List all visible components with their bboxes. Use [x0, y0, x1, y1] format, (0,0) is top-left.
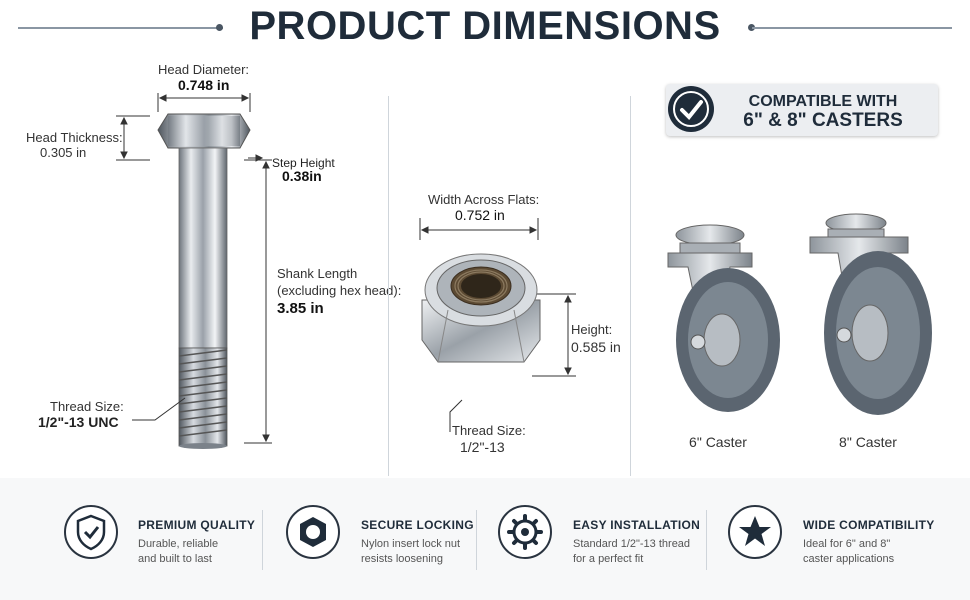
feature-divider-2: [476, 510, 477, 570]
feature-wide-compatibility-title: WIDE COMPATIBILITY: [803, 518, 935, 532]
step-height-label: Step Height: [272, 156, 335, 170]
feature-secure-locking-desc-1: Nylon insert lock nut: [361, 538, 461, 550]
feature-easy-installation-desc-1: Standard 1/2"-13 thread: [573, 538, 691, 550]
feature-secure-locking-desc-2: resists loosening: [361, 553, 443, 565]
nut-thread-value: 1/2"-13: [460, 439, 505, 455]
caster-wheels-illustration: [667, 213, 932, 415]
section-divider-2: [630, 96, 631, 476]
six-inch-caster-caption: 6" Caster: [689, 434, 747, 450]
nut-height-value: 0.585 in: [571, 339, 621, 355]
nut-width-label: Width Across Flats:: [428, 192, 540, 207]
feature-divider-1: [262, 510, 263, 570]
shield-check-icon: [64, 505, 118, 559]
shoulder-bolt-illustration: [116, 93, 272, 449]
compatibility-line-2: 6" & 8" CASTERS: [743, 110, 903, 131]
star-icon: [728, 505, 782, 559]
feature-premium-quality-desc-1: Durable, reliable: [138, 538, 219, 550]
head-diameter-value: 0.748 in: [178, 77, 230, 93]
feature-wide-compatibility-desc-1: Ideal for 6" and 8": [803, 538, 891, 550]
compatibility-line-1: COMPATIBLE WITH: [748, 93, 898, 110]
feature-wide-compatibility-desc-2: caster applications: [803, 553, 895, 565]
feature-easy-installation-desc-2: for a perfect fit: [573, 553, 644, 565]
nut-thread-label: Thread Size:: [452, 423, 526, 438]
eight-inch-caster-caption: 8" Caster: [839, 434, 897, 450]
eight-inch-caster: [809, 213, 932, 415]
shank-length-value: 3.85 in: [277, 300, 324, 317]
six-inch-caster: [667, 224, 780, 412]
head-thickness-value: 0.305 in: [40, 145, 87, 160]
bolt-thread-size-value: 1/2"-13 UNC: [38, 414, 119, 430]
feature-premium-quality-desc-2: and built to last: [138, 553, 212, 565]
head-diameter-label: Head Diameter:: [158, 62, 250, 77]
bolt-thread-size-label: Thread Size:: [50, 399, 124, 414]
hex-nut-icon: [286, 505, 340, 559]
feature-premium-quality-title: PREMIUM QUALITY: [138, 518, 256, 532]
title-rule-left: [18, 27, 223, 29]
gear-icon: [498, 505, 552, 559]
step-height-value: 0.38in: [282, 168, 322, 184]
nut-width-value: 0.752 in: [455, 207, 505, 223]
feature-divider-3: [706, 510, 707, 570]
title-dot-left: [216, 24, 223, 31]
features-bar: [0, 478, 970, 600]
shank-length-label: Shank Length: [277, 266, 358, 281]
shank-length-sublabel: (excluding hex head):: [277, 283, 402, 298]
title-dot-right: [748, 24, 755, 31]
lock-nut-illustration: [419, 218, 576, 432]
feature-easy-installation-title: EASY INSTALLATION: [573, 518, 701, 532]
section-divider-1: [388, 96, 389, 476]
page-title: PRODUCT DIMENSIONS: [249, 4, 721, 48]
checkmark-icon: [668, 86, 714, 132]
feature-secure-locking-title: SECURE LOCKING: [361, 518, 474, 532]
nut-height-label: Height:: [571, 322, 613, 337]
title-rule-right: [752, 27, 952, 29]
head-thickness-label: Head Thickness:: [26, 130, 123, 145]
